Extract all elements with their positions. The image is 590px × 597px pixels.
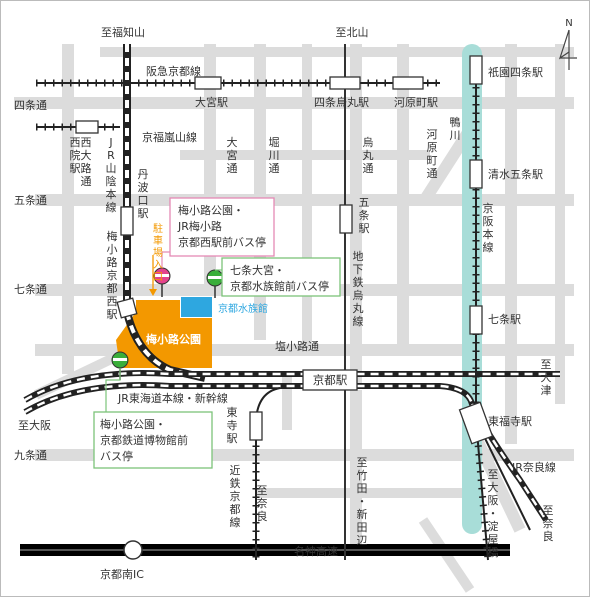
kyoto-station-box: [302, 369, 358, 391]
kyoto-station-label: 京都駅: [313, 373, 348, 387]
kyoto-minami-ic-marker: [123, 540, 143, 560]
shiokoji-street-label: 塩小路通: [275, 339, 319, 353]
shijo-street-label: 四条通: [14, 98, 47, 112]
nishiin-station-label: 西院駅: [70, 136, 81, 175]
gojo-station-label: 五条駅: [359, 196, 370, 235]
keifuku-line-label: 京福嵐山線: [142, 130, 197, 144]
kyoto-minami-ic-label: 京都南IC: [100, 567, 144, 581]
nara-line-label: JR奈良線: [511, 460, 556, 474]
kiyomizu-gojo-station-label: 清水五条駅: [488, 167, 543, 181]
pink-callout-box: [169, 197, 275, 257]
tofukuji-station-label: 東福寺駅: [488, 414, 532, 428]
shichijo-street-label: 七条通: [14, 282, 47, 296]
dir-fukuchiyama: 至福知山: [101, 25, 145, 39]
kawabata-road: [505, 44, 517, 444]
bus-stop-green-top-label: 七条大宮・京都水族館前バス停: [230, 263, 329, 293]
parking-entrance-label: 駐車場入口: [153, 222, 163, 283]
diagonal-road-southeast: [472, 439, 526, 533]
dir-osaka-yodoyabashi: 至大阪・淀屋橋: [488, 468, 499, 559]
umekoji-park-label: 梅小路公園: [146, 332, 201, 346]
tambaguchi-station-box: [120, 206, 134, 236]
bus-stop-green-bottom-label: 梅小路公園・京都鉄道博物館前バス停: [100, 417, 188, 463]
kawaramachi-station-label: 河原町駅: [394, 96, 438, 109]
bus-stop-pink-label: 梅小路公園・JR梅小路京都西駅前バス停: [177, 203, 266, 249]
tokaido-line-south-track-inner: [24, 383, 478, 416]
omiya-street-label: 大宮通: [227, 135, 238, 175]
umekoji-nishi-station-box: [116, 297, 138, 319]
gion-shijo-station-label: 祇園四条駅: [488, 65, 543, 79]
kyoto-aquarium-building: [181, 297, 212, 317]
shijo-street-road: [14, 97, 574, 109]
green-bottom-callout-box: [93, 411, 213, 469]
gojo-street-label: 五条通: [14, 193, 47, 207]
aquarium-label: 京都水族館: [218, 302, 268, 315]
shichijo-station-label: 七条駅: [488, 312, 521, 326]
green-top-callout-box: [221, 257, 341, 297]
kamo-river-label: 鴨川: [450, 115, 461, 142]
dir-nara-jr: 至奈良: [543, 504, 554, 543]
kawaramachi-station-box: [392, 76, 424, 90]
kawaramachi-street-road: [397, 44, 409, 344]
tokaido-line-label: JR東海道本線・新幹線: [117, 391, 228, 405]
dir-takeda: 至竹田・新田辺: [357, 456, 368, 547]
gion-shijo-station-box: [469, 55, 483, 85]
tofukuji-station-box: [458, 401, 494, 445]
stations: [75, 55, 494, 445]
shichijo-station-box: [469, 305, 483, 335]
northern-road: [100, 47, 574, 57]
omiya-station-box: [194, 76, 222, 90]
kiyomizu-gojo-station-box: [469, 159, 483, 189]
dir-otsu: 至大津: [541, 358, 552, 397]
green-bottom-callout-pointer: [105, 368, 121, 412]
umekoji-nishi-station-label: 梅小路京都西駅: [107, 229, 118, 321]
horikawa-south-road: [282, 375, 292, 430]
karasuma-subway-label: 地下鉄烏丸線: [353, 250, 364, 328]
tokaido-line-north-track-inner: [24, 371, 560, 402]
gojo-station-box: [339, 204, 353, 234]
omiya-station-label: 大宮駅: [195, 95, 228, 109]
kujo-street-label: 九条通: [14, 448, 47, 462]
dir-nara-kintetsu: 至奈良: [257, 484, 268, 523]
toji-station-label: 東寺駅: [227, 406, 238, 445]
toji-station-box: [249, 411, 263, 441]
keihan-line-south: [475, 419, 489, 561]
keihan-line-label: 京阪本線: [483, 201, 494, 254]
karasuma-street-road: [350, 44, 362, 384]
tambaguchi-station-label: 丹波口駅: [138, 168, 149, 220]
meishin-label: 名神高速: [294, 544, 338, 558]
pink-callout-pointer: [161, 251, 170, 268]
karasuma-south-road: [350, 390, 362, 550]
north-arrow: [558, 29, 577, 70]
shijo-karasuma-station-box: [329, 76, 361, 90]
north-label: N: [565, 18, 572, 29]
shijo-karasuma-station-label: 四条烏丸駅: [314, 95, 369, 109]
south-road: [255, 488, 480, 498]
karasuma-street-label: 烏丸通: [363, 135, 374, 175]
sagano-connector-curve-inner: [125, 311, 206, 380]
parking-arrow-head: [149, 289, 157, 296]
kintetsu-line-label: 近鉄京都線: [230, 464, 241, 529]
dir-kitayama: 至北山: [336, 26, 369, 39]
bus-stop-pink-marker: [153, 267, 171, 297]
gion-road: [555, 44, 565, 404]
nishiin-station-box: [75, 120, 99, 134]
kawaramachi-street-label: 河原町通: [427, 128, 438, 180]
dir-osaka: 至大阪: [18, 418, 51, 432]
horikawa-street-label: 堀川通: [269, 136, 280, 175]
nara-line-inner: [470, 403, 548, 521]
nishioji-street-road: [62, 44, 74, 374]
aburanokoji-road: [302, 44, 312, 344]
hankyu-line-label: 阪急京都線: [146, 64, 201, 78]
railways: [23, 44, 560, 561]
nishioji-street-label: 西大路通: [81, 136, 92, 188]
